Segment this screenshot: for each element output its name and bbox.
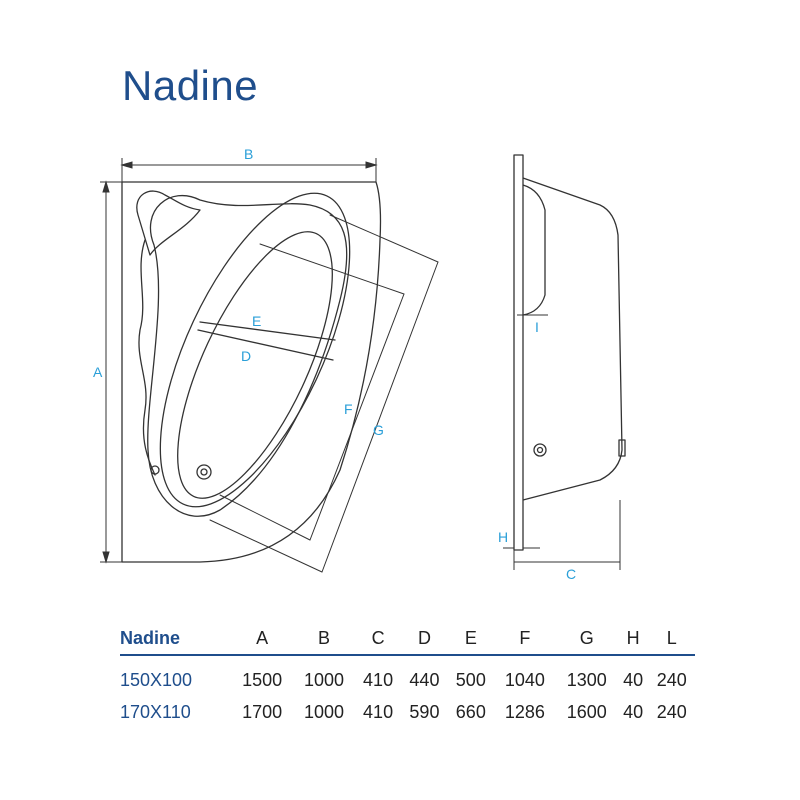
row-model: 170X110	[120, 701, 191, 722]
cell-a: 1700	[242, 701, 283, 722]
dimension-label-b: B	[244, 146, 253, 162]
header-f: F	[519, 627, 531, 648]
cell-h: 40	[623, 701, 644, 722]
cell-e: 660	[455, 701, 486, 722]
dimension-label-f: F	[344, 401, 353, 417]
dimension-label-e: E	[252, 313, 261, 329]
cell-g: 1300	[566, 669, 607, 690]
top-view-outline	[121, 181, 382, 563]
header-model: Nadine	[120, 627, 181, 648]
header-d: D	[417, 627, 431, 648]
page-title: Nadine	[122, 62, 259, 109]
header-b: B	[317, 627, 330, 648]
header-e: E	[464, 627, 477, 648]
cell-c: 410	[363, 701, 394, 722]
headrest	[136, 190, 201, 256]
spec-header-row: Nadine A B C D E F G H L	[120, 622, 695, 655]
cell-e: 500	[455, 669, 486, 690]
cell-c: 410	[363, 669, 394, 690]
bathtub-rim	[147, 194, 348, 517]
cell-b: 1000	[303, 701, 344, 722]
cell-a: 1500	[242, 669, 283, 690]
cell-h: 40	[623, 669, 644, 690]
table-row: 150X100 1500 1000 410 440 500 1040 1300 …	[120, 655, 695, 696]
overflow	[533, 443, 547, 457]
side-view-flange	[513, 154, 524, 551]
dimension-label-c: C	[566, 566, 576, 582]
outer-oval	[159, 192, 351, 508]
dimension-label-g: G	[373, 422, 384, 438]
dimension-label-a: A	[93, 364, 103, 380]
inner-oval	[177, 231, 333, 499]
row-model: 150X100	[120, 669, 193, 690]
cell-f: 1286	[504, 701, 545, 722]
header-c: C	[371, 627, 385, 648]
drain	[196, 464, 212, 480]
technical-drawing: A B C D E F G H I	[93, 146, 626, 582]
cell-l: 240	[656, 701, 687, 722]
cell-b: 1000	[303, 669, 344, 690]
cell-f: 1040	[504, 669, 545, 690]
dimension-label-h: H	[498, 529, 508, 545]
side-view-body	[522, 177, 623, 501]
spec-table: Nadine A B C D E F G H L 150X100 1500 10…	[120, 622, 695, 728]
header-l: L	[666, 627, 677, 648]
cell-l: 240	[656, 669, 687, 690]
cell-d: 590	[409, 701, 440, 722]
cell-d: 440	[409, 669, 440, 690]
dimension-label-i: I	[535, 319, 539, 335]
header-a: A	[256, 627, 269, 648]
dimension-label-d: D	[241, 348, 251, 364]
table-row: 170X110 1700 1000 410 590 660 1286 1600 …	[120, 696, 695, 728]
cell-g: 1600	[566, 701, 607, 722]
header-h: H	[626, 627, 640, 648]
header-g: G	[579, 627, 594, 648]
